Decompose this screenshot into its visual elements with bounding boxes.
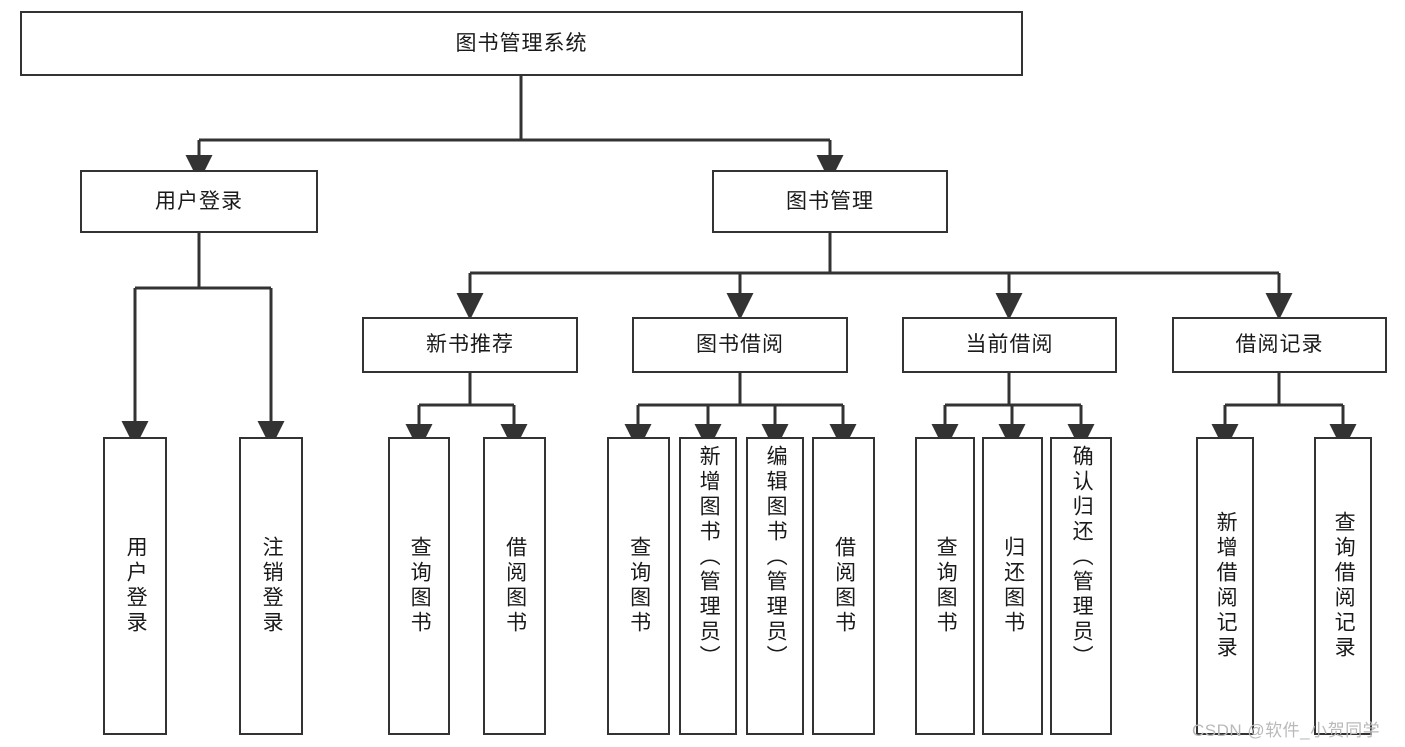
node-new-book-recommend[interactable]: 新书推荐 [362, 317, 578, 373]
leaf-user-login[interactable]: 用户登录 [103, 437, 167, 735]
watermark-text: CSDN @软件_小贺同学 [1192, 721, 1381, 740]
node-book-management[interactable]: 图书管理 [712, 170, 948, 233]
node-label: 查询图书 [408, 536, 432, 636]
node-user-login[interactable]: 用户登录 [80, 170, 318, 233]
node-label: 图书管理系统 [455, 31, 588, 55]
node-root-book-management-system[interactable]: 图书管理系统 [20, 11, 1023, 76]
node-label: 借阅记录 [1235, 333, 1324, 357]
node-label: 借阅图书 [832, 536, 856, 636]
leaf-new-book-borrow-book[interactable]: 借阅图书 [483, 437, 546, 735]
node-label: 查询图书 [627, 536, 651, 636]
leaf-current-return-book[interactable]: 归还图书 [982, 437, 1043, 735]
leaf-borrow-borrow-book[interactable]: 借阅图书 [812, 437, 875, 735]
leaf-borrow-edit-book-admin[interactable]: 编辑图书（管理员） [746, 437, 804, 735]
leaf-new-book-query-book[interactable]: 查询图书 [388, 437, 450, 735]
node-borrow-record[interactable]: 借阅记录 [1172, 317, 1387, 373]
node-label: 确认归还（管理员） [1070, 445, 1094, 670]
node-label: 当前借阅 [965, 333, 1054, 357]
node-label: 新书推荐 [426, 333, 514, 357]
node-label: 新增借阅记录 [1214, 511, 1238, 661]
leaf-borrow-query-book[interactable]: 查询图书 [607, 437, 670, 735]
leaf-record-query-borrow-record[interactable]: 查询借阅记录 [1314, 437, 1372, 735]
node-label: 用户登录 [155, 189, 243, 213]
leaf-logout[interactable]: 注销登录 [239, 437, 303, 735]
leaf-borrow-add-book-admin[interactable]: 新增图书（管理员） [679, 437, 737, 735]
leaf-current-confirm-return-admin[interactable]: 确认归还（管理员） [1050, 437, 1112, 735]
node-label: 查询借阅记录 [1332, 511, 1356, 661]
node-label: 新增图书（管理员） [697, 445, 721, 670]
leaf-record-add-borrow-record[interactable]: 新增借阅记录 [1196, 437, 1254, 735]
node-label: 注销登录 [260, 536, 284, 636]
node-label: 图书借阅 [696, 333, 784, 357]
node-label: 编辑图书（管理员） [764, 445, 788, 670]
node-current-borrow[interactable]: 当前借阅 [902, 317, 1117, 373]
node-label: 图书管理 [786, 189, 874, 213]
node-book-borrow[interactable]: 图书借阅 [632, 317, 848, 373]
node-label: 借阅图书 [503, 536, 527, 636]
leaf-current-query-book[interactable]: 查询图书 [915, 437, 975, 735]
node-label: 用户登录 [124, 536, 148, 636]
node-label: 归还图书 [1001, 536, 1025, 636]
node-label: 查询图书 [934, 536, 958, 636]
